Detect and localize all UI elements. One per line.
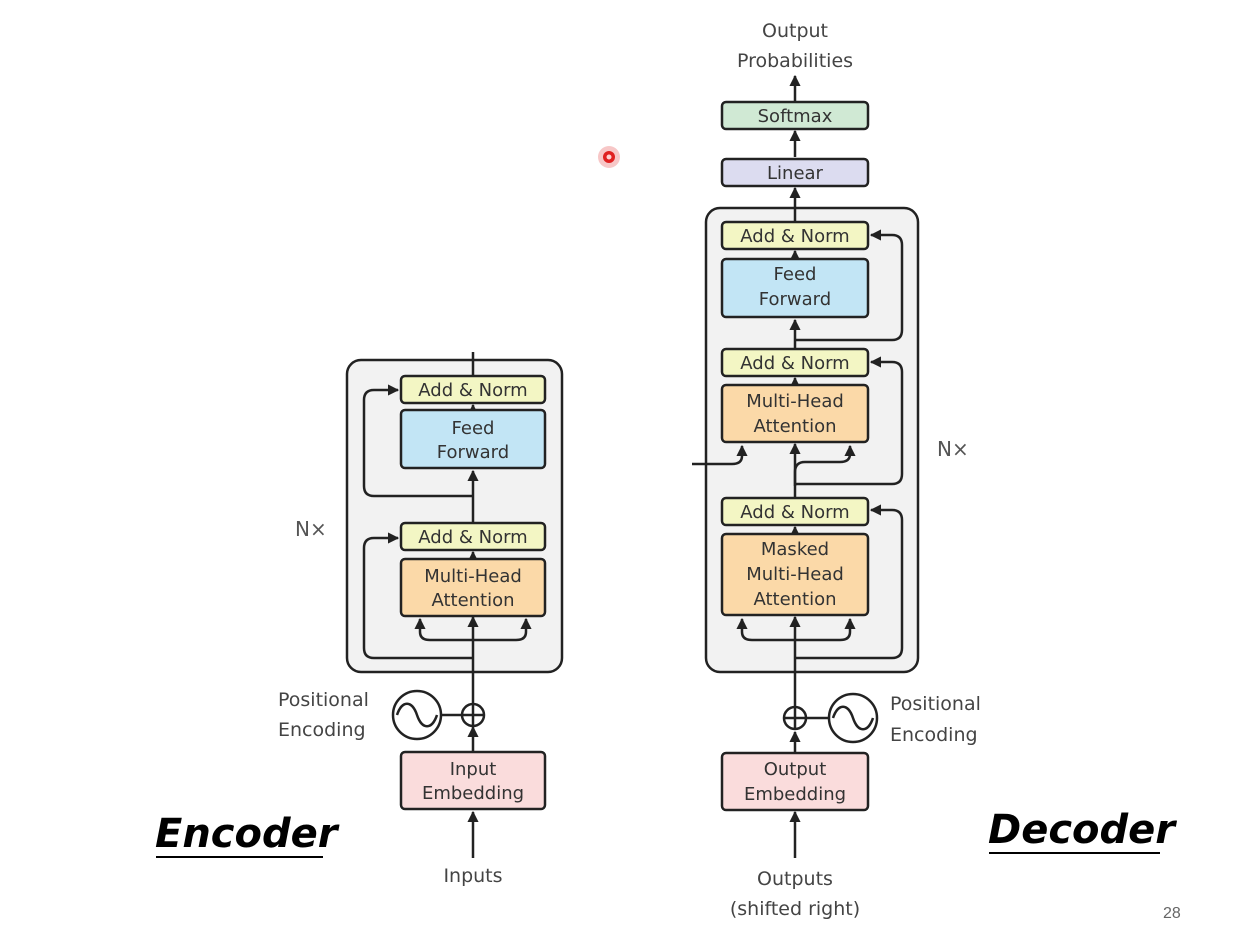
decoder-masked-label-1: Masked bbox=[761, 539, 829, 560]
decoder-output-label-1: Output bbox=[762, 20, 828, 42]
decoder-connectors bbox=[692, 74, 904, 858]
decoder-pos-enc-label-1: Positional bbox=[890, 693, 981, 715]
encoder-title: Encoder bbox=[155, 811, 340, 857]
encoder-attention-label-2: Attention bbox=[431, 590, 514, 611]
decoder-masked-label-3: Attention bbox=[753, 589, 836, 610]
encoder-pos-enc-label-1: Positional bbox=[278, 689, 369, 711]
decoder-softmax: Softmax bbox=[720, 100, 870, 131]
decoder-attention-label-2: Attention bbox=[753, 416, 836, 437]
decoder-linear: Linear bbox=[720, 157, 870, 188]
decoder-add-norm-mid-label: Add & Norm bbox=[740, 353, 849, 374]
decoder-pos-enc-label-2: Encoding bbox=[890, 724, 978, 746]
encoder-embedding-label-2: Embedding bbox=[422, 783, 524, 804]
decoder-linear-label: Linear bbox=[767, 163, 824, 184]
encoder-add-norm-top-label: Add & Norm bbox=[418, 380, 527, 401]
encoder-pos-enc-label-2: Encoding bbox=[278, 719, 366, 741]
decoder-softmax-label: Softmax bbox=[758, 106, 833, 127]
page-number: 28 bbox=[1163, 905, 1181, 922]
encoder-embedding-label-1: Input bbox=[450, 759, 497, 780]
encoder-nx-label: N× bbox=[295, 517, 327, 541]
decoder-title: Decoder bbox=[988, 807, 1177, 853]
encoder-add-norm-bottom: Add & Norm bbox=[399, 521, 547, 552]
decoder-nx-label: N× bbox=[937, 437, 969, 461]
decoder-add-norm-top-label: Add & Norm bbox=[740, 226, 849, 247]
decoder-feed-forward-label-1: Feed bbox=[774, 264, 817, 285]
encoder-feed-forward-label-1: Feed bbox=[452, 418, 495, 439]
encoder-feed-forward: Feed Forward bbox=[399, 408, 547, 470]
cursor-pointer-icon bbox=[598, 146, 620, 168]
decoder-output-embedding: Output Embedding bbox=[720, 751, 870, 812]
decoder-output-label-2: Probabilities bbox=[737, 50, 853, 72]
encoder-attention-label-1: Multi-Head bbox=[424, 566, 522, 587]
encoder-feed-forward-label-2: Forward bbox=[437, 442, 509, 463]
decoder-add-norm-bottom: Add & Norm bbox=[720, 496, 870, 527]
encoder: Add & Norm Feed Forward Add & Norm Multi… bbox=[278, 352, 564, 887]
decoder-multi-head-attention: Multi-Head Attention bbox=[720, 383, 870, 444]
decoder-feed-forward: Feed Forward bbox=[720, 257, 870, 319]
encoder-connectors bbox=[362, 352, 532, 858]
decoder-embedding-label-2: Embedding bbox=[744, 784, 846, 805]
decoder-embedding-label-1: Output bbox=[764, 759, 827, 780]
encoder-input-embedding: Input Embedding bbox=[399, 750, 547, 811]
encoder-inputs-label: Inputs bbox=[443, 865, 502, 887]
decoder-outputs-label-2: (shifted right) bbox=[730, 898, 860, 920]
decoder-add-norm-top: Add & Norm bbox=[720, 220, 870, 251]
encoder-positional-encoding: Positional Encoding bbox=[278, 689, 486, 741]
encoder-add-norm-top: Add & Norm bbox=[399, 374, 547, 405]
decoder-outputs-label-1: Outputs bbox=[757, 868, 833, 890]
decoder-add-norm-bottom-label: Add & Norm bbox=[740, 502, 849, 523]
encoder-stack bbox=[345, 358, 564, 674]
decoder-feed-forward-label-2: Forward bbox=[759, 289, 831, 310]
encoder-multi-head-attention: Multi-Head Attention bbox=[399, 557, 547, 618]
decoder: Output Probabilities Softmax Linear Add … bbox=[692, 20, 981, 920]
decoder-positional-encoding: Positional Encoding bbox=[782, 692, 981, 746]
decoder-masked-attention: Masked Multi-Head Attention bbox=[720, 532, 870, 617]
decoder-attention-label-1: Multi-Head bbox=[746, 391, 844, 412]
decoder-add-norm-mid: Add & Norm bbox=[720, 347, 870, 378]
encoder-add-norm-bottom-label: Add & Norm bbox=[418, 527, 527, 548]
decoder-masked-label-2: Multi-Head bbox=[746, 564, 844, 585]
